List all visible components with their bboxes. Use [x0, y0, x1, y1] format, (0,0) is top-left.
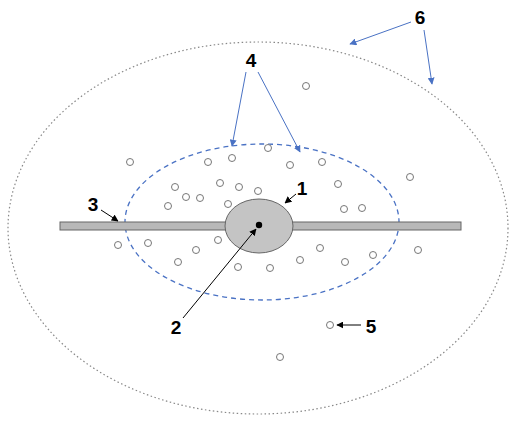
- central-body: [225, 199, 293, 253]
- outer-boundary: [8, 42, 508, 414]
- leader-lines-blue: [232, 22, 432, 152]
- callout-number: 1: [297, 179, 308, 198]
- callout-number: 6: [415, 8, 426, 27]
- callout-number: 2: [171, 318, 182, 337]
- callout-number: 4: [246, 51, 257, 70]
- callout-number: 5: [366, 317, 377, 336]
- callout-number: 3: [88, 195, 99, 214]
- center-point: [256, 222, 262, 228]
- leader-lines: [101, 194, 361, 325]
- particles: [115, 83, 422, 361]
